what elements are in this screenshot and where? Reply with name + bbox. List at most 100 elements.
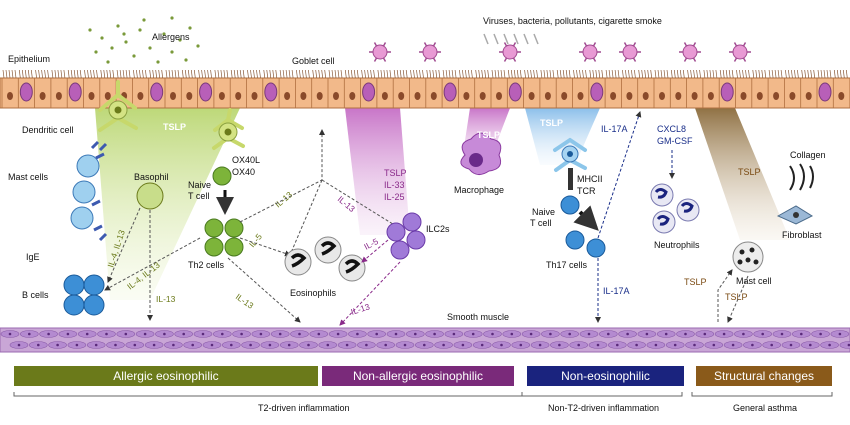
cilium <box>771 69 774 79</box>
cilium <box>573 69 575 79</box>
cilium <box>217 69 220 79</box>
cilium <box>614 69 617 79</box>
cilium <box>119 69 122 79</box>
muscle-nucleus <box>8 332 12 336</box>
cilium <box>589 69 592 79</box>
cilium <box>641 69 644 79</box>
muscle-nucleus <box>298 332 301 336</box>
cilium <box>435 69 438 79</box>
cilium <box>165 69 168 79</box>
cilium <box>644 69 647 79</box>
cilium <box>230 69 233 79</box>
allergen-particle <box>88 28 92 32</box>
cilium <box>41 69 43 79</box>
cilium <box>813 69 816 79</box>
muscle-nucleus <box>356 332 359 336</box>
cilium <box>484 69 487 79</box>
cilium <box>459 69 461 79</box>
epithelial-nucleus <box>496 92 502 100</box>
cilium <box>478 69 481 79</box>
muscle-nucleus <box>828 343 831 347</box>
muscle-nucleus <box>770 343 773 347</box>
cilium <box>687 69 689 79</box>
label-b-cells: B cells <box>22 290 49 300</box>
epithelial-nucleus <box>284 92 291 100</box>
th17-cells <box>565 230 606 258</box>
muscle-nucleus <box>568 332 571 336</box>
naive-t-cell-blue <box>560 195 580 215</box>
cilium <box>125 69 128 79</box>
muscle-nucleus <box>326 343 330 347</box>
label-il33: IL-33 <box>384 180 405 190</box>
cilium <box>758 69 761 79</box>
cilium <box>93 69 95 79</box>
cilium <box>598 69 601 79</box>
cilium <box>785 69 787 79</box>
footer-non-t2: Non-T2-driven inflammation <box>548 403 659 413</box>
cilium <box>103 69 106 79</box>
cilium <box>350 69 353 79</box>
cilium <box>585 69 587 79</box>
label-mast-cells: Mast cells <box>8 172 49 182</box>
muscle-nucleus <box>722 332 726 336</box>
cilium <box>516 69 519 79</box>
cilium <box>24 69 27 79</box>
epithelial-nucleus <box>55 92 62 100</box>
cilium <box>709 69 712 79</box>
epithelial-nucleus <box>479 92 486 100</box>
muscle-nucleus <box>394 332 398 336</box>
cilium <box>70 69 73 79</box>
th2-cells <box>204 218 244 257</box>
label-il13-upper: IL-13 <box>273 189 294 209</box>
mast-cell-right <box>732 241 764 273</box>
allergen-particle <box>162 32 166 36</box>
cilium <box>638 69 641 79</box>
epithelial-nucleus <box>773 92 780 100</box>
label-mast-cell: Mast cell <box>736 276 772 286</box>
cilium <box>340 69 343 79</box>
cilium <box>471 69 473 79</box>
muscle-nucleus <box>577 343 580 347</box>
cilium <box>139 69 141 79</box>
non-t2-arrows <box>595 111 675 323</box>
allergen-particle <box>170 16 174 20</box>
cilium <box>780 69 783 79</box>
cilium <box>60 69 63 79</box>
label-tslp-brown-2: TSLP <box>684 277 707 287</box>
cilium <box>777 69 780 79</box>
cilium <box>462 69 464 79</box>
allergen-particle <box>170 50 174 54</box>
epithelial-nucleus <box>235 92 242 100</box>
label-ox40: OX40 <box>232 167 255 177</box>
label-il13-purple: IL-13 <box>336 194 357 214</box>
cilium <box>657 69 660 79</box>
label-tslp-blue: TSLP <box>540 118 563 128</box>
epithelial-nucleus <box>300 92 307 100</box>
goblet-cell <box>590 82 604 102</box>
cilium <box>804 69 807 79</box>
muscle-nucleus <box>94 343 98 347</box>
label-naive-1: Naive <box>188 180 211 190</box>
muscle-nucleus <box>742 332 745 336</box>
cilium <box>128 69 131 79</box>
cilium <box>536 69 538 79</box>
muscle-nucleus <box>249 343 252 347</box>
cilium <box>405 69 408 79</box>
cilium <box>736 69 738 79</box>
label-allergens: Allergens <box>152 32 190 42</box>
label-tslp-brown: TSLP <box>738 167 761 177</box>
b-cells <box>63 274 105 316</box>
cilium <box>331 69 334 79</box>
allergen-particle <box>100 36 104 40</box>
muscle-nucleus <box>529 332 533 336</box>
pathogen <box>369 42 391 62</box>
cilium <box>679 69 682 79</box>
neutrophils <box>650 183 700 234</box>
cilium <box>79 69 82 79</box>
muscle-nucleus <box>800 332 803 336</box>
cilium <box>145 69 147 79</box>
muscle-nucleus <box>403 343 407 347</box>
label-collagen: Collagen <box>790 150 826 160</box>
cilium <box>38 69 40 79</box>
cilium <box>27 69 30 79</box>
